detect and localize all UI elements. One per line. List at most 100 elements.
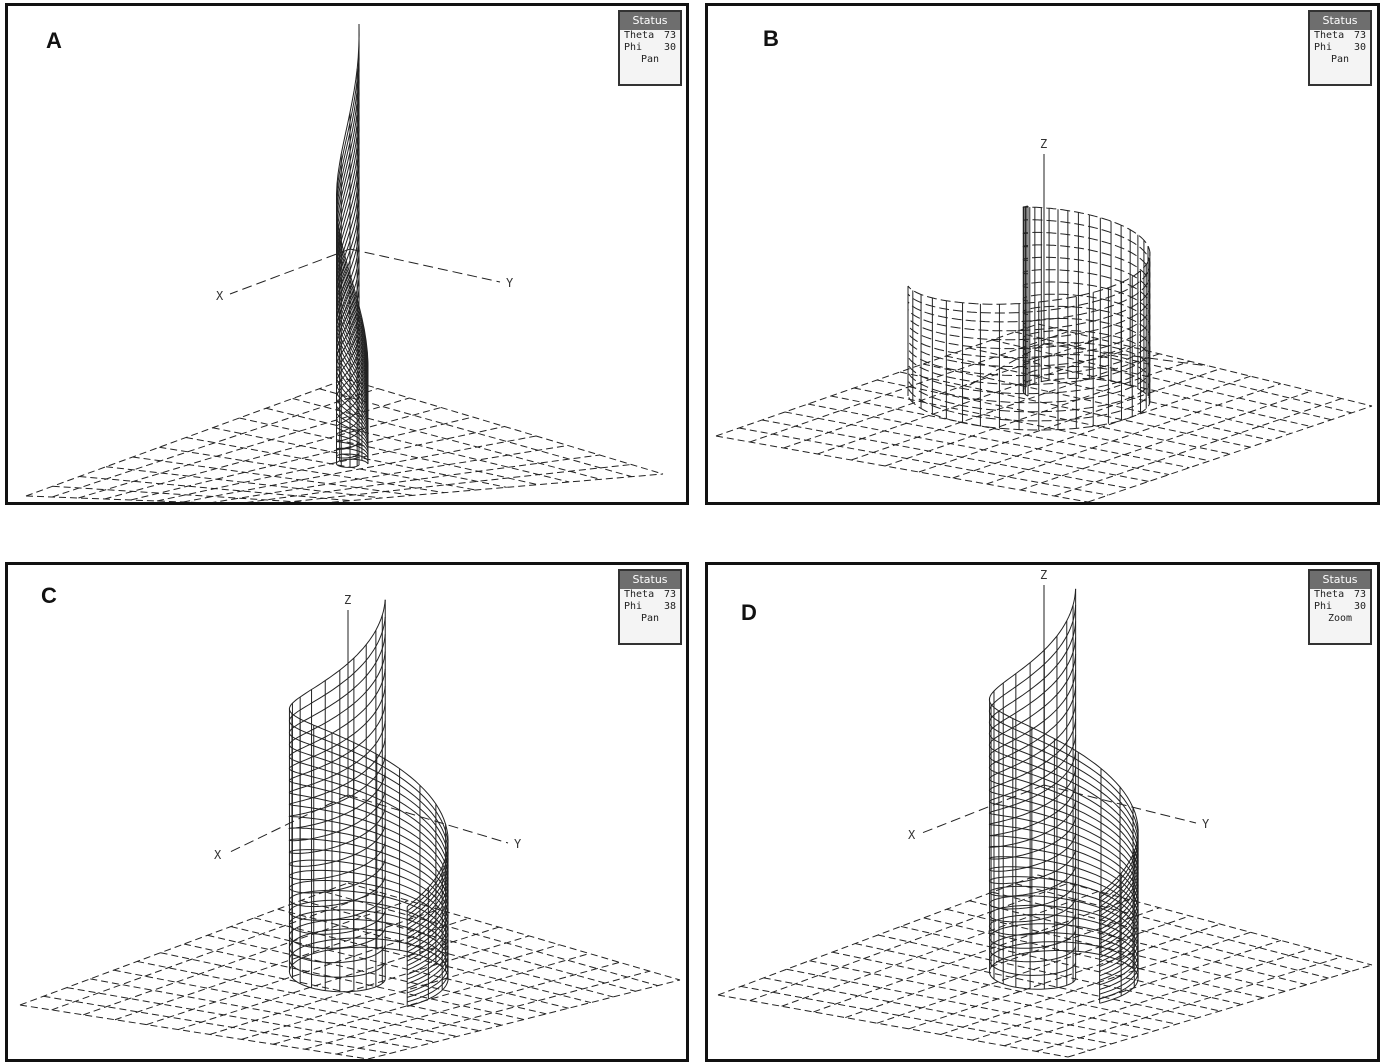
floor-grid-line [830,395,1190,469]
floor-grid-line [749,882,1069,1002]
floor-grid-line [1036,956,1342,1052]
surface-ring [907,354,1151,413]
floor-grid-line [1004,948,1312,1047]
floor-grid-line [19,1004,369,1059]
floor-grid-line [207,934,547,1015]
surface-ring [288,928,449,998]
surface-ring [336,23,369,365]
wireframe-plot[interactable]: XY [8,6,686,502]
surface-ring [336,451,369,462]
floor-grid-line [781,890,1099,1007]
floor-grid-line [66,987,413,1049]
floor-grid-line [715,323,1039,437]
phi-value: 30 [1353,42,1366,53]
phi-label: Phi [624,601,643,612]
surface-ring [288,634,449,917]
floor-grid-line [991,339,1332,421]
floor-grid-line [178,926,500,1031]
surface-ring [988,865,1139,972]
floor-grid-line [301,899,636,992]
floor-grid-line [992,891,1329,979]
x-axis-line [921,784,1045,834]
x-axis-label: X [216,289,224,303]
floor-grid-line [784,411,1149,482]
floor-grid-line [749,330,1069,443]
floor-grid-line [254,917,591,1004]
surface-ring [288,755,449,948]
floor-grid-line [740,985,1090,1051]
z-axis-label: Z [344,593,351,607]
floor-grid-line [853,387,1210,462]
status-title: Status [1310,12,1370,30]
surface-ring [907,269,1151,350]
x-axis-line [227,794,349,854]
x-axis-label: X [214,848,222,862]
y-axis-label: Y [506,276,514,290]
surface-ring [288,772,449,953]
floor-grid-line [877,934,1221,1012]
floor-grid-line [809,960,1155,1032]
wireframe-plot[interactable]: X Y Z [8,565,686,1059]
surface-ring [288,841,449,971]
surface-ring [988,950,1139,1004]
theta-value: 73 [1353,30,1366,41]
y-axis-label: Y [514,837,522,851]
panel-label: A [46,28,62,53]
floor-grid-line [277,908,614,998]
panel-label: C [41,583,57,608]
surface-ring [988,637,1139,908]
floor-grid-line [292,398,601,480]
surface-ring [988,932,1139,995]
x-axis-label: X [908,828,916,842]
surface-ring [988,621,1139,903]
floor-grid-line [813,899,1130,1013]
surface-ring [336,341,369,437]
status-title: Status [620,12,680,30]
floor-grid-line [922,363,1271,441]
surface-ring [907,330,1151,395]
surface-ring [988,751,1139,940]
surface-ring [988,718,1139,931]
floor-grid-line [113,969,458,1037]
surface-ring [907,281,1151,359]
surface-ring [288,651,449,921]
floor-grid-line [763,977,1112,1045]
floor-grid-line [876,379,1231,455]
surface-ring [288,875,449,980]
floor-grid-line [715,435,1089,502]
floor-grid-line [918,368,1221,473]
phi-label: Phi [1314,601,1333,612]
floor-grid-line [324,891,658,987]
wireframe-plot[interactable]: Z [708,6,1377,502]
z-axis-label: Z [1040,568,1047,582]
floor-grid-line [1015,883,1351,973]
surface-ring [336,378,369,445]
surface-ring [907,366,1151,422]
surface-ring [288,937,449,1003]
wireframe-plot[interactable]: XYZ [708,565,1377,1059]
surface-ring [907,318,1151,386]
surface-ring [907,293,1151,368]
surface-ring [988,702,1139,926]
floor-grid-line [304,961,620,1050]
surface-ring [907,219,1151,314]
surface-ring [288,946,449,1007]
floor-grid-line [137,960,480,1032]
surface-ring [288,668,449,926]
floor-grid-line [104,407,442,500]
phi-value: 30 [1353,601,1366,612]
floor-grid-line [52,485,307,502]
surface-ring [336,427,369,456]
floor-grid-line [1067,964,1373,1058]
floor-grid-line [986,383,1282,485]
theta-label: Theta [1314,589,1345,600]
surface-ring [907,377,1151,431]
panel-label: D [741,600,757,625]
